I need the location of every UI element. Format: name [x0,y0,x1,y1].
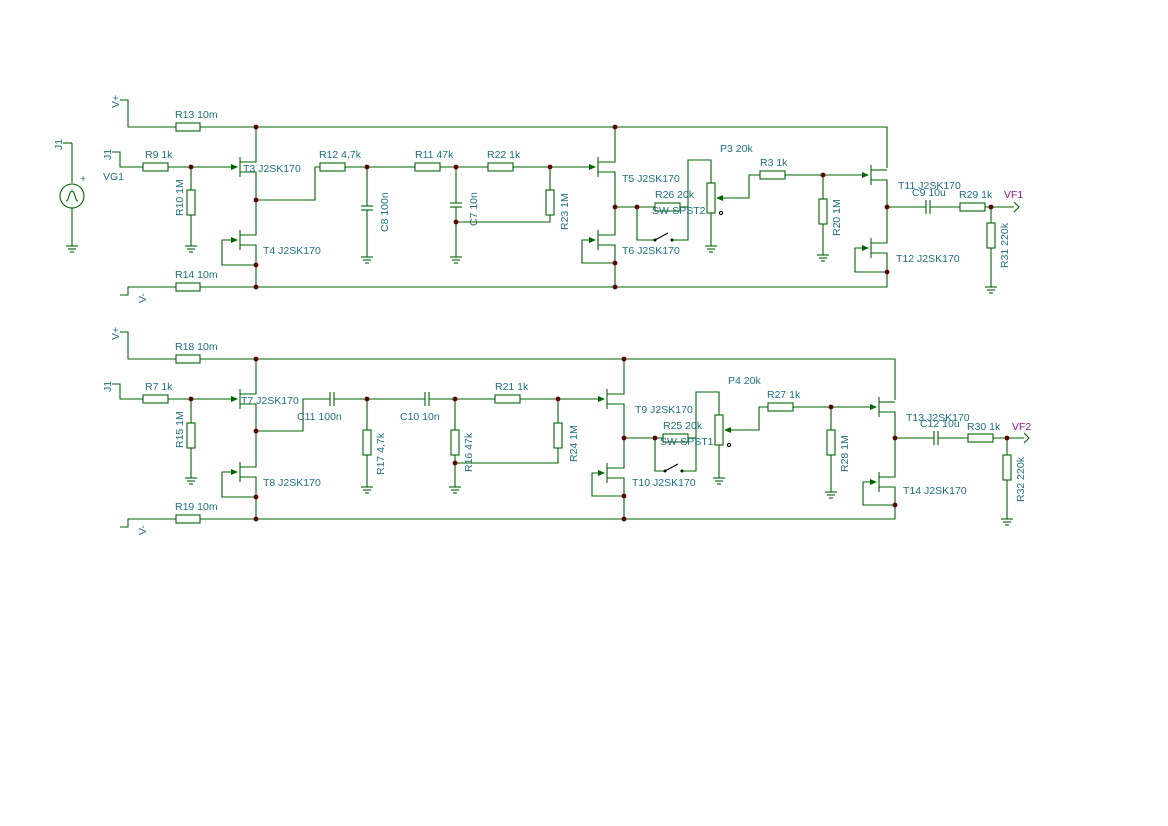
resistor-r11-label: R11 47k [415,149,454,161]
output-vf1-label: VF1 [1004,189,1023,201]
input-j1-label-2: J1 [102,381,114,392]
resistor-r3-label: R3 1k [760,157,788,169]
net-vg1-label: VG1 [103,171,124,183]
resistor-r21-label: R21 1k [495,381,529,393]
channel-1: V+ V- R13 10m R14 10m J1 VG1 R9 1k R10 1… [102,95,1023,303]
vminus-label-2: V- [137,525,149,535]
capacitor-c7-label: C7 10n [468,192,480,226]
potentiometer-p4 [714,414,724,446]
input-j1-label-1: J1 [102,149,114,160]
resistor-r16-label: R16 47k [463,432,475,472]
resistor-r32 [1002,454,1012,481]
resistor-r3 [759,170,786,180]
resistor-r17-label: R17 4,7k [375,432,387,475]
resistor-r14 [175,282,201,292]
output-vf2-label: VF2 [1012,421,1031,433]
resistor-r18 [175,354,201,364]
potentiometer-p4-label: P4 20k [728,375,761,387]
resistor-r31 [986,222,996,249]
jfet-t11-label: T11 J2SK170 [898,180,961,192]
capacitor-c11-label: C11 100n [297,411,342,423]
jfet-t3-label: T3 J2SK170 [243,163,301,175]
jfet-t13-label: T13 J2SK170 [906,412,970,424]
resistor-r23-label: R23 1M [559,193,571,230]
jfet-t9-label: T9 J2SK170 [635,404,693,416]
resistor-r10-label: R10 1M [174,179,186,216]
resistor-r32-label: R32 220k [1015,456,1027,502]
jfet-t8-label: T8 J2SK170 [263,477,321,489]
vminus-label-1: V- [137,293,149,303]
jfet-t14-label: T14 J2SK170 [903,485,967,497]
resistor-r30-label: R30 1k [967,421,1001,433]
resistor-r28-label: R28 1M [839,435,851,472]
source-j1-label: J1 [53,139,65,150]
jfet-t12-label: T12 J2SK170 [896,253,960,265]
resistor-r25-label: R25 20k [663,420,703,432]
resistor-r22-label: R22 1k [487,149,521,161]
resistor-r20 [818,198,828,225]
resistor-r28 [826,429,836,456]
capacitor-c8-label: C8 100n [379,192,391,232]
resistor-r13 [175,122,201,132]
resistor-r18-label: R18 10m [175,341,218,353]
resistor-r11 [414,162,441,172]
resistor-r9 [142,162,169,172]
resistor-r7 [142,394,169,404]
capacitor-c9-label: C9 10u [912,187,946,199]
resistor-r15 [186,422,196,449]
resistor-r24 [553,422,563,449]
switch-sw1-label: SW-SPST1 [660,436,714,448]
resistor-r24-label: R24 1M [568,425,580,462]
svg-text:+: + [80,173,86,185]
resistor-r19 [175,514,201,524]
potentiometer-p3 [706,182,716,214]
resistor-r27-label: R27 1k [767,389,801,401]
channel-2: V+ V- R18 10m R19 10m J1 R7 1k R15 1M T7… [102,327,1031,535]
resistor-r17 [362,429,372,456]
jfet-t6-label: T6 J2SK170 [622,245,680,257]
jfet-t4-label: T4 J2SK170 [263,245,321,257]
resistor-r9-label: R9 1k [145,149,173,161]
resistor-r31-label: R31 220k [999,222,1011,268]
resistor-r10 [186,189,196,216]
resistor-r16 [450,429,460,456]
signal-source-j1: + J1 [53,139,86,253]
resistor-r30 [967,433,994,443]
t3-gate-arrow [231,164,238,170]
resistor-r26-label: R26 20k [655,189,695,201]
capacitor-c10-label: C10 10n [400,411,440,423]
jfet-t7-label: T7 J2SK170 [241,395,299,407]
resistor-r12 [319,162,346,172]
resistor-r13-label: R13 10m [175,109,218,121]
resistor-r22 [487,162,514,172]
resistor-r14-label: R14 10m [175,269,218,281]
resistor-r23 [545,189,555,216]
switch-sw2-label: SW-SPST2 [652,205,706,217]
jfet-t10-label: T10 J2SK170 [632,477,696,489]
resistor-r7-label: R7 1k [145,381,173,393]
capacitor-c12-label: C12 10u [920,418,960,430]
resistor-r19-label: R19 10m [175,501,218,513]
resistor-r15-label: R15 1M [174,411,186,448]
resistor-r29-label: R29 1k [959,189,993,201]
resistor-r20-label: R20 1M [831,199,843,236]
potentiometer-p3-label: P3 20k [720,143,753,155]
resistor-r12-label: R12 4,7k [319,149,362,161]
resistor-r27 [767,402,794,412]
resistor-r29 [959,202,986,212]
jfet-t5-label: T5 J2SK170 [622,173,680,185]
vplus-label-2: V+ [110,327,122,340]
vplus-label-1: V+ [110,95,122,108]
resistor-r21 [494,394,521,404]
